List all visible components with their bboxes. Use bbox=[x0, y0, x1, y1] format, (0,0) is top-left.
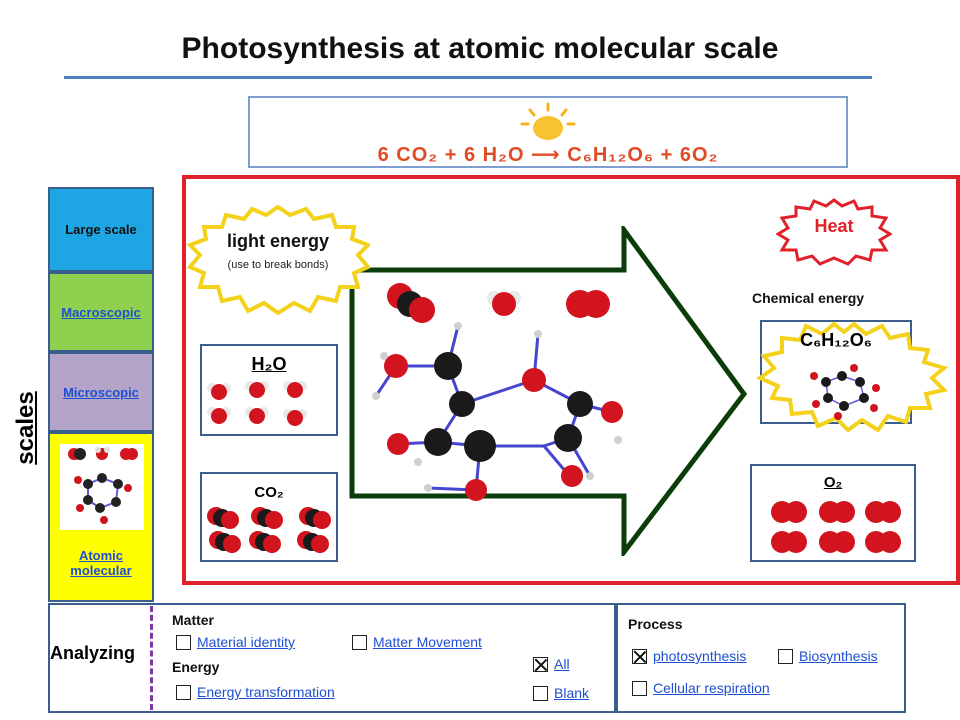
option-cellular-respiration[interactable]: Cellular respiration bbox=[632, 680, 770, 696]
analyzing-panel bbox=[48, 603, 616, 713]
checkbox-icon[interactable] bbox=[533, 685, 548, 701]
analyzing-label: Analyzing bbox=[50, 643, 136, 663]
reaction-arrow bbox=[349, 226, 748, 556]
co2-molecules bbox=[207, 507, 331, 553]
scale-atomic-molecular[interactable]: Atomic molecular bbox=[48, 432, 154, 602]
option-blank[interactable]: Blank bbox=[533, 685, 589, 701]
scale-macroscopic-link[interactable]: Macroscopic bbox=[61, 304, 141, 320]
chemical-energy-label: Chemical energy bbox=[752, 290, 865, 306]
scale-atomic-link-line2[interactable]: molecular bbox=[70, 563, 132, 578]
checkbox-checked-icon[interactable] bbox=[533, 656, 548, 672]
h2o-box: H₂O bbox=[200, 344, 338, 436]
scales-text: scales bbox=[12, 391, 39, 465]
scales-label: scales bbox=[6, 388, 46, 468]
option-all[interactable]: All bbox=[533, 656, 570, 672]
scale-large-label: Large scale bbox=[65, 222, 137, 237]
o2-box: O₂ bbox=[750, 464, 916, 562]
o2-molecules bbox=[771, 501, 901, 553]
option-matter-movement[interactable]: Matter Movement bbox=[352, 634, 482, 650]
matter-heading: Matter bbox=[172, 612, 215, 628]
sun-icon bbox=[520, 102, 576, 140]
cellular-respiration-link[interactable]: Cellular respiration bbox=[653, 680, 770, 696]
checkbox-icon[interactable] bbox=[632, 680, 647, 696]
co2-box: CO₂ bbox=[200, 472, 338, 562]
option-energy-transformation[interactable]: Energy transformation bbox=[176, 684, 335, 700]
o2-label: O₂ bbox=[823, 474, 843, 491]
process-heading: Process bbox=[628, 616, 683, 632]
reaction-frame bbox=[182, 175, 960, 585]
light-energy-subtitle: (use to break bonds) bbox=[227, 259, 329, 271]
atomic-molecule-thumbnail bbox=[60, 444, 144, 530]
scale-macroscopic[interactable]: Macroscopic bbox=[48, 272, 154, 352]
h2o-label: H₂O bbox=[251, 354, 287, 374]
heat-label: Heat bbox=[814, 216, 854, 236]
checkbox-checked-icon[interactable] bbox=[632, 648, 647, 664]
glucose-label: C₆H₁₂O₆ bbox=[800, 330, 872, 350]
process-panel bbox=[616, 603, 906, 713]
checkbox-icon[interactable] bbox=[778, 648, 793, 664]
scale-large[interactable]: Large scale bbox=[48, 187, 154, 272]
arrow-h2o-molecule bbox=[487, 291, 521, 316]
glucose-burst bbox=[755, 321, 949, 432]
light-energy-title: light energy bbox=[226, 231, 329, 251]
equation-banner: 6 CO₂ + 6 H₂O ⟶ C₆H₁₂O₆ + 6O₂ bbox=[248, 96, 848, 168]
h2o-molecules bbox=[207, 381, 307, 426]
co2-label: CO₂ bbox=[254, 484, 284, 501]
energy-heading: Energy bbox=[172, 659, 220, 675]
energy-transformation-link[interactable]: Energy transformation bbox=[197, 684, 335, 700]
light-burst-shape bbox=[186, 205, 370, 315]
all-link[interactable]: All bbox=[554, 656, 570, 672]
photosynthesis-link[interactable]: photosynthesis bbox=[653, 648, 747, 664]
analyzing-separator bbox=[150, 606, 153, 710]
option-photosynthesis[interactable]: photosynthesis bbox=[632, 648, 746, 664]
checkbox-icon[interactable] bbox=[176, 684, 191, 700]
checkbox-icon[interactable] bbox=[176, 634, 191, 650]
material-identity-link[interactable]: Material identity bbox=[197, 634, 296, 650]
biosynthesis-link[interactable]: Biosynthesis bbox=[799, 648, 878, 664]
matter-movement-link[interactable]: Matter Movement bbox=[373, 634, 482, 650]
heat-burst-shape bbox=[776, 198, 892, 266]
arrow-o2-molecule bbox=[566, 290, 610, 318]
blank-link[interactable]: Blank bbox=[554, 685, 590, 701]
scale-microscopic[interactable]: Microscopic bbox=[48, 352, 154, 432]
scale-atomic-link-line1[interactable]: Atomic bbox=[78, 548, 124, 563]
option-biosynthesis[interactable]: Biosynthesis bbox=[778, 648, 878, 664]
page-title: Photosynthesis at atomic molecular scale bbox=[181, 32, 779, 65]
light-energy-burst: light energy (use to break bonds) bbox=[186, 205, 370, 315]
title-divider bbox=[64, 76, 872, 79]
heat-burst: Heat bbox=[776, 198, 892, 266]
arrow-co2-molecule bbox=[387, 283, 435, 323]
equation-text: 6 CO₂ + 6 H₂O ⟶ C₆H₁₂O₆ + 6O₂ bbox=[377, 144, 719, 166]
scale-microscopic-link[interactable]: Microscopic bbox=[63, 384, 139, 400]
checkbox-icon[interactable] bbox=[352, 634, 367, 650]
option-material-identity[interactable]: Material identity bbox=[176, 634, 295, 650]
